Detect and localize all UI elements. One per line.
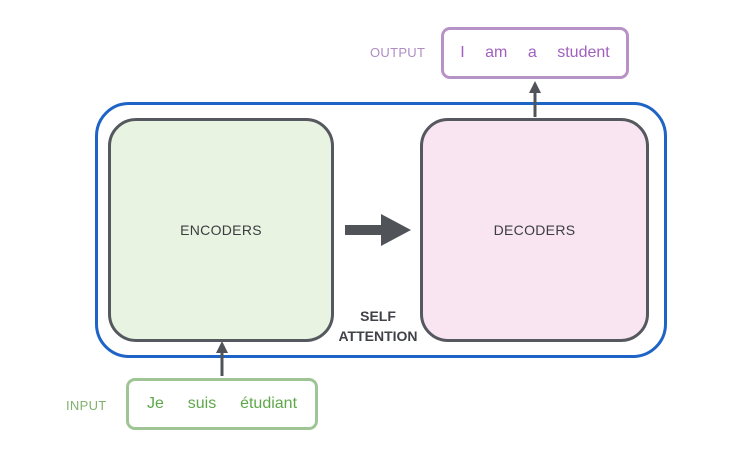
self-attention-line-1: SELF <box>360 308 396 324</box>
output-token: student <box>557 44 610 61</box>
input-label: INPUT <box>66 398 107 413</box>
input-tokens: Je suis étudiant <box>129 395 315 413</box>
self-attention-line-2: ATTENTION <box>338 328 418 344</box>
output-token: a <box>527 44 537 61</box>
input-token: suis <box>187 395 217 412</box>
decoders-block: DECODERS <box>420 118 649 342</box>
input-token: Je <box>146 395 164 412</box>
self-attention-frame <box>95 102 667 358</box>
encoders-label: ENCODERS <box>180 222 262 238</box>
output-token: am <box>485 44 508 61</box>
output-sequence-box: I am a student <box>441 27 629 79</box>
output-tokens: I am a student <box>444 44 626 62</box>
output-token: I <box>460 44 465 61</box>
encoders-block: ENCODERS <box>108 118 334 342</box>
self-attention-label: SELF ATTENTION <box>326 306 430 346</box>
output-label: OUTPUT <box>370 45 426 60</box>
input-token: étudiant <box>240 395 298 412</box>
input-sequence-box: Je suis étudiant <box>126 378 318 430</box>
decoders-label: DECODERS <box>493 222 576 238</box>
